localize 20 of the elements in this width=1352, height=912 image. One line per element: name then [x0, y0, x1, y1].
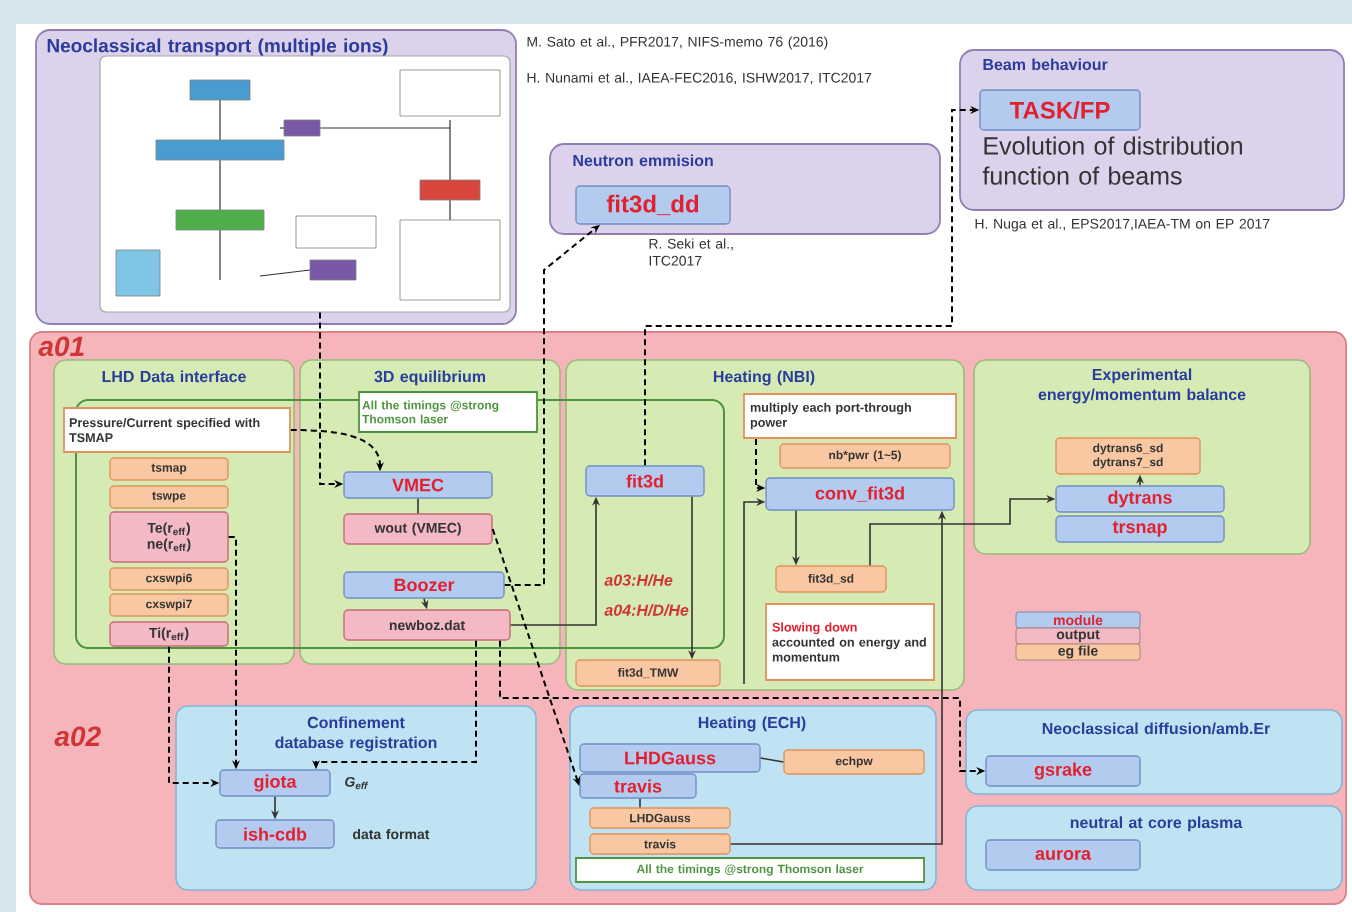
module-box: dytrans	[1055, 485, 1225, 513]
module-box: aurora	[985, 839, 1141, 871]
region-label: a04:H/D/He	[604, 604, 689, 616]
connector-line	[639, 797, 641, 809]
module-box: VMEC	[343, 471, 493, 499]
module-box: giota	[219, 769, 331, 797]
connector-line	[417, 497, 419, 515]
module-box: TASK/FP	[979, 89, 1141, 131]
module-box: Boozer	[343, 571, 505, 599]
picture	[99, 55, 511, 313]
region-label: a03:H/He	[604, 574, 673, 586]
module-box: travis	[579, 773, 697, 799]
module-box: ish-cdb	[215, 819, 335, 849]
module-box: conv_fit3d	[765, 477, 955, 511]
module-box: gsrake	[985, 755, 1141, 787]
module-box: LHDGauss	[579, 743, 761, 773]
connector-line	[759, 757, 785, 763]
module-box: trsnap	[1055, 515, 1225, 543]
module-box: fit3d_dd	[575, 185, 731, 225]
module-box: fit3d	[585, 465, 705, 497]
